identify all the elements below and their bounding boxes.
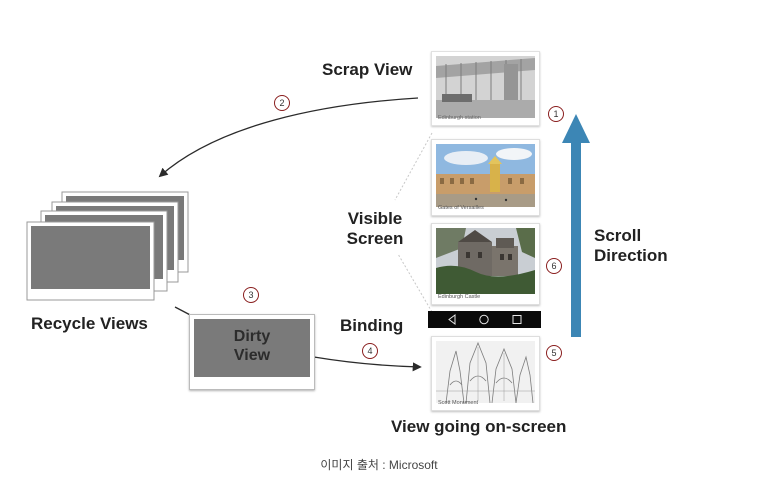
binding-label: Binding xyxy=(340,316,404,335)
visible-screen-label: Visible Screen xyxy=(338,209,412,250)
card-edinburgh-castle-caption: Edinburgh Castle xyxy=(438,294,481,300)
card-edinburgh-station-image xyxy=(436,56,535,118)
visible-screen-guide-top xyxy=(394,132,433,201)
scrap-view-label: Scrap View xyxy=(322,60,413,79)
card-edinburgh-station: Edinburgh station xyxy=(431,51,540,126)
recycle-views-stack xyxy=(26,191,189,301)
card-edinburgh-station-caption: Edinburgh station xyxy=(438,115,481,121)
dirty-view-fill xyxy=(194,319,310,377)
step-badge-6: 6 xyxy=(546,258,562,274)
card-edinburgh-castle-image xyxy=(436,228,535,294)
scroll-direction-label: Scroll Direction xyxy=(594,226,668,267)
android-nav-bar xyxy=(428,311,541,328)
step-badge-2: 2 xyxy=(274,95,290,111)
dirty-view-line-2: View xyxy=(233,347,271,365)
recycle-views-label: Recycle Views xyxy=(31,314,148,333)
back-icon xyxy=(448,314,456,325)
visible-screen-line-1: Visible xyxy=(347,209,403,228)
step-badge-5: 5 xyxy=(546,345,562,361)
card-scott-monument: Scott Monument xyxy=(431,336,540,411)
card-scott-monument-image xyxy=(436,341,535,403)
scroll-direction-arrow xyxy=(562,114,590,337)
arrow-binding xyxy=(313,356,422,372)
card-scott-monument-caption: Scott Monument xyxy=(438,400,479,406)
view-going-onscreen-label: View going on-screen xyxy=(391,417,567,436)
step-badge-1: 1 xyxy=(548,106,564,122)
card-gates-of-versailles-image xyxy=(436,144,535,207)
step-badge-3: 3 xyxy=(243,287,259,303)
card-edinburgh-castle: Edinburgh Castle xyxy=(431,223,540,305)
card-gates-of-versailles-caption: Gates of Versailles xyxy=(438,205,484,211)
dirty-view-label: Dirty View xyxy=(190,327,314,365)
visible-screen-guide-bottom xyxy=(397,253,433,313)
arrow-scrap-to-recycle xyxy=(158,97,419,178)
card-gates-of-versailles: Gates of Versailles xyxy=(431,139,540,216)
scroll-direction-line-1: Scroll xyxy=(594,226,642,245)
dirty-view: Dirty View xyxy=(189,314,315,390)
visible-screen-line-2: Screen xyxy=(346,229,404,249)
image-source-caption: 이미지 출처 : Microsoft xyxy=(320,458,438,472)
dirty-view-line-1: Dirty xyxy=(233,328,271,345)
recents-icon xyxy=(512,315,522,324)
home-icon xyxy=(479,314,489,325)
scroll-direction-line-2: Direction xyxy=(594,246,668,266)
step-badge-4: 4 xyxy=(362,343,378,359)
